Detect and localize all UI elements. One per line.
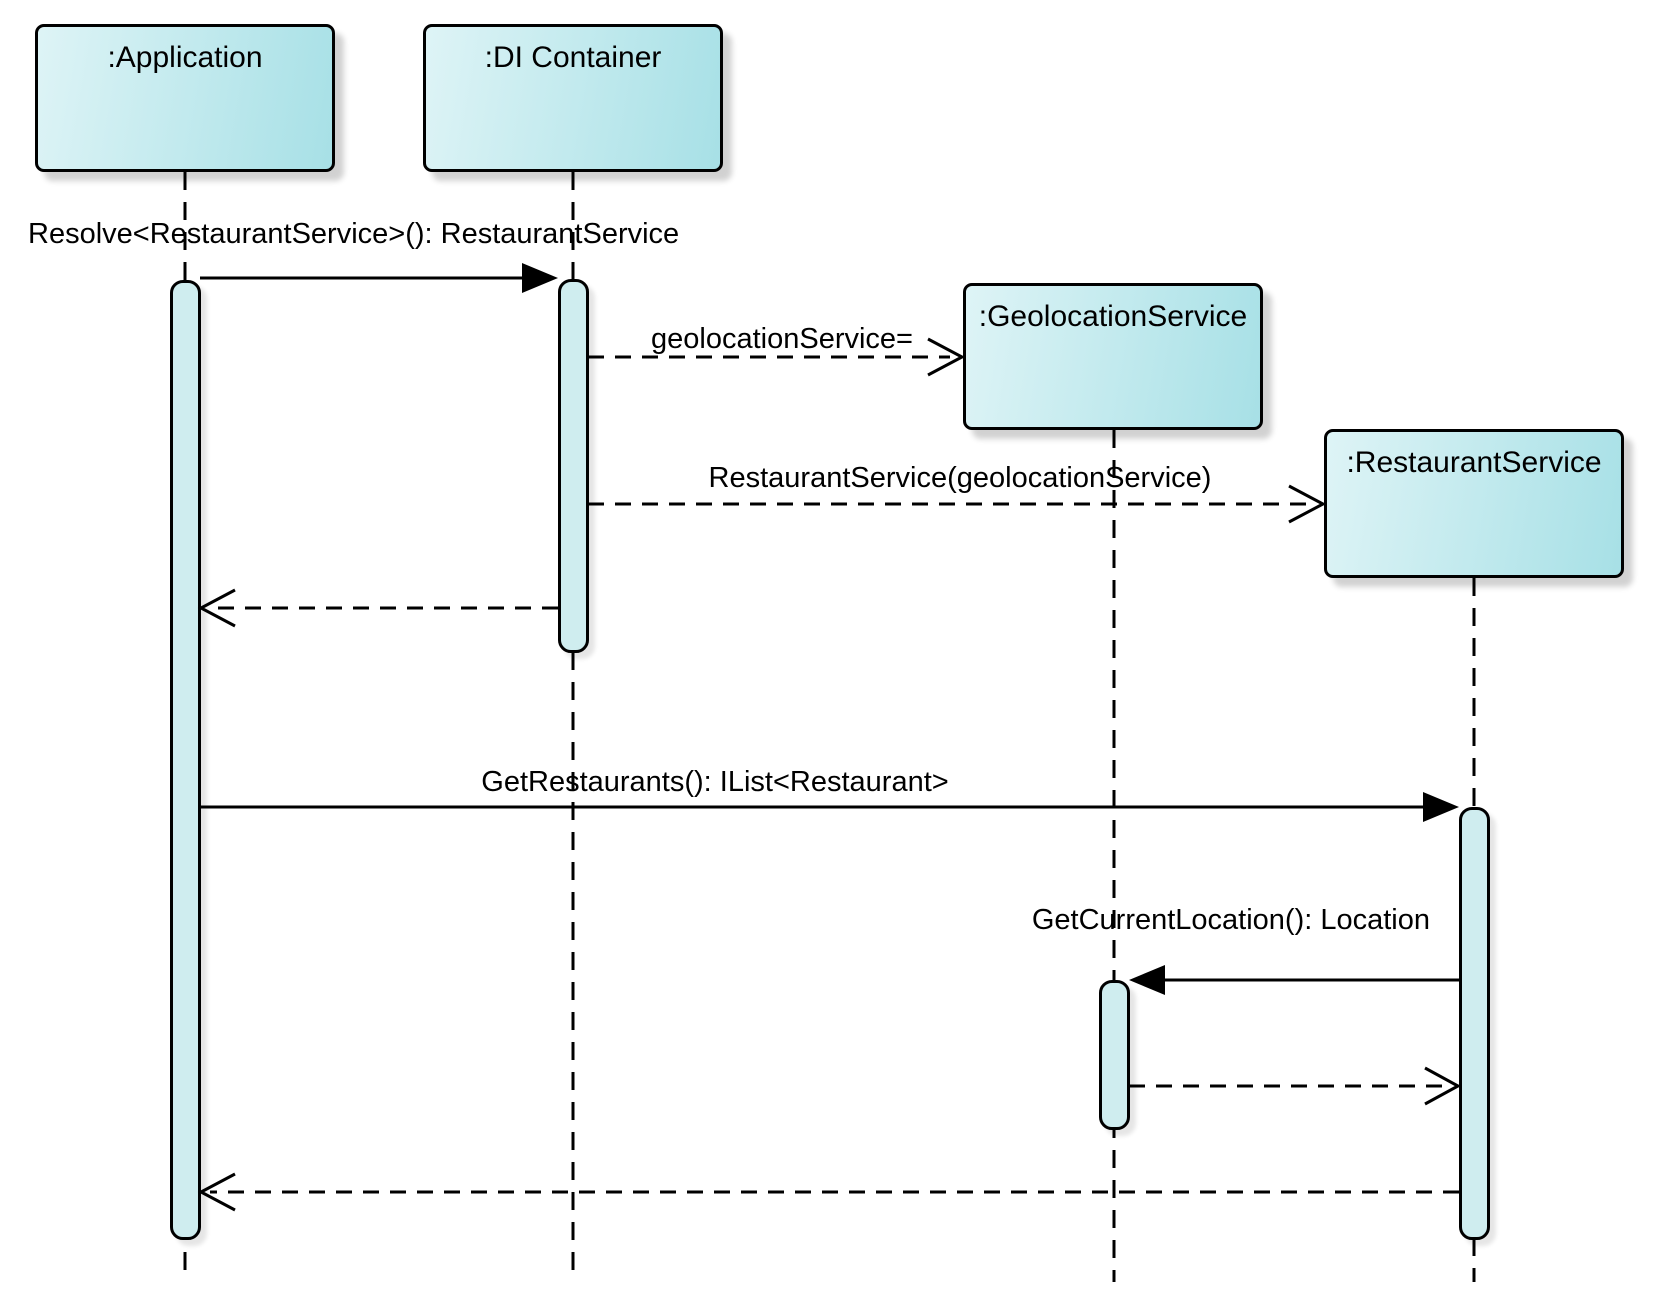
return-location-arrowhead-icon [1424,1066,1462,1106]
di-container-object-box: :DI Container [423,24,723,172]
return-restaurants-arrowhead-icon [197,1172,236,1212]
application-object-label: :Application [107,41,263,74]
geolocation-service-object-box: :GeolocationService [963,283,1263,430]
di-container-activation-bar [558,279,589,653]
construct-restaurant-service-arrowhead-icon [1288,484,1327,524]
resolve-message-label: Resolve<RestaurantService>(): Restaurant… [28,218,680,250]
construct-restaurant-service-message-label: RestaurantService(geolocationService) [708,462,1212,494]
get-current-location-arrowhead-icon [1129,965,1165,995]
di-container-object-label: :DI Container [484,41,662,74]
restaurant-service-object-box: :RestaurantService [1324,429,1624,578]
geolocation-service-object-label: :GeolocationService [978,300,1248,333]
get-restaurants-arrowhead-icon [1423,792,1459,822]
get-current-location-message-label: GetCurrentLocation(): Location [1031,904,1430,936]
geolocation-service-activation-bar [1099,980,1130,1130]
restaurant-service-activation-bar [1459,807,1490,1240]
restaurant-service-object-label: :RestaurantService [1346,446,1602,479]
application-object-box: :Application [35,24,335,172]
resolve-arrowhead-icon [522,263,558,293]
assign-geolocation-arrowhead-icon [927,337,966,377]
get-restaurants-message-label: GetRestaurants(): IList<Restaurant> [481,766,949,798]
assign-geolocation-message-label: geolocationService= [651,323,913,355]
return-resolve-arrowhead-icon [197,588,236,628]
application-activation-bar [170,280,201,1240]
